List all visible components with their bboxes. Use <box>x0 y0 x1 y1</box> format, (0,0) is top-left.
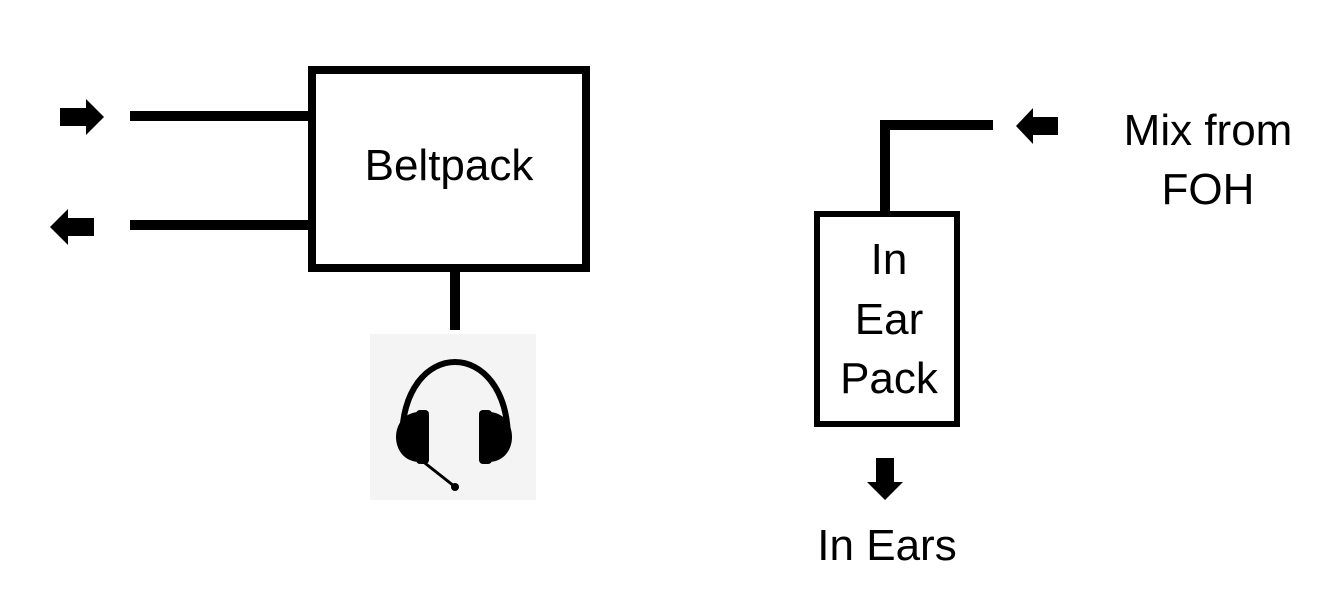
arrow-left-icon <box>1016 108 1058 144</box>
in-ear-pack-label-line1: In <box>871 235 908 284</box>
arrow-left-icon <box>50 209 94 245</box>
headset-icon <box>370 334 536 500</box>
arrow-right-icon <box>60 99 104 135</box>
in-ear-pack-label-line2: Ear <box>855 295 923 344</box>
mix-from-foh-label-line2: FOH <box>1162 165 1255 214</box>
foh-feed-line <box>880 120 993 212</box>
beltpack-box <box>308 66 590 272</box>
in-ears-label: In Ears <box>817 521 956 570</box>
beltpack-label: Beltpack <box>365 141 535 190</box>
in-ear-pack-box <box>814 211 960 427</box>
in-ear-pack-label-line3: Pack <box>840 354 939 403</box>
mix-from-foh-label-line1: Mix from <box>1124 106 1293 155</box>
arrow-down-icon <box>867 458 903 500</box>
